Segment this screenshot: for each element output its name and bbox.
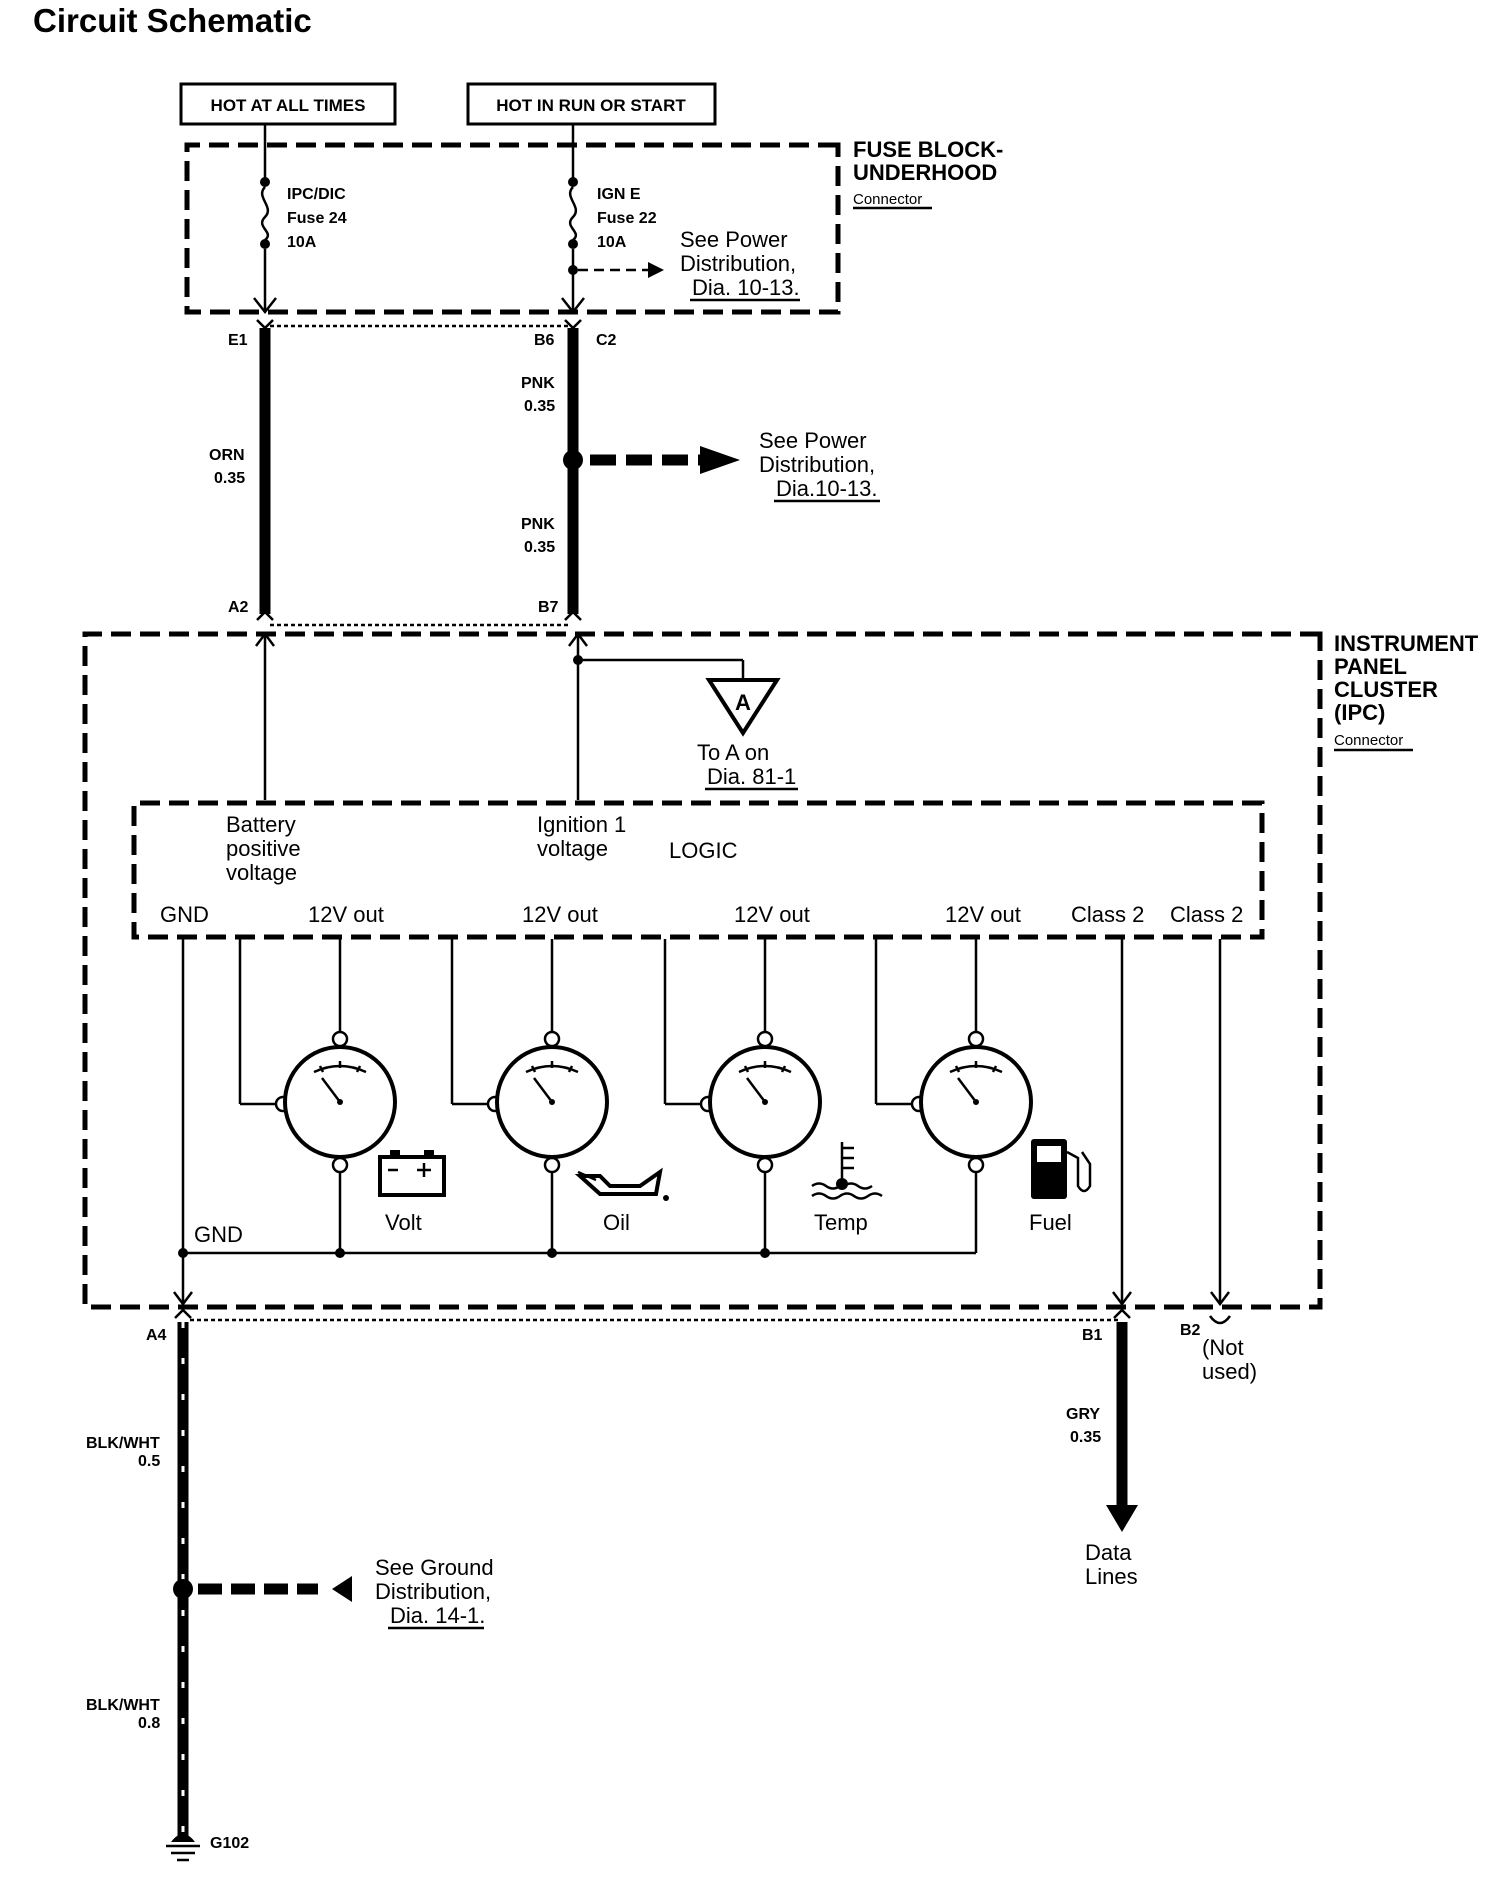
gauge-volt-label: Volt	[385, 1210, 422, 1235]
wire-blkwht-2-size: 0.8	[138, 1715, 160, 1732]
battery-voltage-1: Battery	[226, 812, 296, 837]
coolant-temp-icon	[811, 1142, 883, 1200]
pin-b7: B7	[538, 599, 559, 616]
see-ground-3: Dia. 14-1.	[390, 1603, 485, 1628]
pin-b2: B2	[1180, 1322, 1201, 1339]
splice-a-letter: A	[735, 690, 751, 715]
fuse-block-connector: Connector	[853, 191, 922, 208]
instrument-panel-cluster: INSTRUMENT PANEL CLUSTER (IPC) Connector	[82, 631, 1479, 1310]
pin-e1: E1	[228, 332, 248, 349]
gauge-oil-label: Oil	[603, 1210, 630, 1235]
fuse-block-underhood: FUSE BLOCK- UNDERHOOD Connector	[184, 137, 1003, 315]
fuse22-label-2: Fuse 22	[597, 210, 657, 227]
out2-label: 12V out	[522, 902, 598, 927]
hot-in-run-label: HOT IN RUN OR START	[496, 96, 686, 115]
gauge-temp	[663, 939, 822, 1258]
fuse-see-power-1: See Power	[680, 227, 788, 252]
fuse-see-power-3: Dia. 10-13.	[692, 275, 800, 300]
wire-orn-color: ORN	[209, 447, 245, 464]
gauge-fuel	[874, 939, 1033, 1253]
gnd-bottom-label: GND	[194, 1222, 243, 1247]
see-ground-1: See Ground	[375, 1555, 494, 1580]
pin-a4: A4	[146, 1327, 167, 1344]
wire-orn: E1 ORN 0.35 A2	[209, 319, 274, 621]
logic-label: LOGIC	[669, 838, 738, 863]
gauge-fuel-label: Fuel	[1029, 1210, 1072, 1235]
wire-pnk-size-1: 0.35	[524, 398, 555, 415]
fuse24-label-2: Fuse 24	[287, 210, 347, 227]
out3-label: 12V out	[734, 902, 810, 927]
class2-lines	[1112, 939, 1230, 1307]
pin-b2-not-used: B2 (Not used)	[1180, 1315, 1257, 1384]
ipc-name-3: CLUSTER	[1334, 677, 1438, 702]
fuse-block-name-1: FUSE BLOCK-	[853, 137, 1003, 162]
fuse-22: IGN E Fuse 22 10A See Power Distribution…	[561, 124, 800, 315]
ipc-name-2: PANEL	[1334, 654, 1407, 679]
pin-b6: B6	[534, 332, 555, 349]
ground-bus: GND	[173, 939, 976, 1307]
wire-see-power-1: See Power	[759, 428, 867, 453]
wire-pnk-size-2: 0.35	[524, 539, 555, 556]
wire-blkwht-1-size: 0.5	[138, 1453, 160, 1470]
data-lines-label-2: Lines	[1085, 1564, 1138, 1589]
wire-blkwht-1: BLK/WHT	[86, 1435, 160, 1452]
wire-see-power-2: Distribution,	[759, 452, 875, 477]
wire-see-power-3: Dia.10-13.	[776, 476, 878, 501]
see-ground-2: Distribution,	[375, 1579, 491, 1604]
ignition-voltage-2: voltage	[537, 836, 608, 861]
hot-at-all-times-label: HOT AT ALL TIMES	[211, 96, 366, 115]
page-title: Circuit Schematic	[33, 2, 312, 39]
pin-b1: B1	[1082, 1327, 1103, 1344]
wire-orn-size: 0.35	[214, 470, 245, 487]
class2b-label: Class 2	[1170, 902, 1243, 927]
fuse-24: IPC/DIC Fuse 24 10A	[253, 124, 347, 315]
pin-c2: C2	[596, 332, 617, 349]
gnd-top-label: GND	[160, 902, 209, 927]
fuse22-label-1: IGN E	[597, 186, 641, 203]
out4-label: 12V out	[945, 902, 1021, 927]
gauge-volt	[238, 939, 397, 1258]
oil-can-icon	[574, 1167, 669, 1201]
fuse24-label-1: IPC/DIC	[287, 186, 346, 203]
ipc-name-4: (IPC)	[1334, 700, 1385, 725]
fuse-block-name-2: UNDERHOOD	[853, 160, 997, 185]
fuse-see-power-2: Distribution,	[680, 251, 796, 276]
wire-pnk-color-1: PNK	[521, 375, 555, 392]
data-line-wire: B1 GRY 0.35 Data Lines	[1066, 1308, 1138, 1589]
ground-symbol-icon	[166, 1834, 200, 1862]
battery-icon	[378, 1150, 446, 1197]
ground-wire: A4 BLK/WHT 0.5 See Ground Distribution, …	[86, 1308, 494, 1836]
to-a-label-2: Dia. 81-1	[707, 764, 796, 789]
wire-pnk-color-2: PNK	[521, 516, 555, 533]
ground-g102-label: G102	[210, 1835, 249, 1852]
battery-voltage-3: voltage	[226, 860, 297, 885]
hot-in-run-box	[466, 82, 717, 126]
out1-label: 12V out	[308, 902, 384, 927]
wire-gry-color: GRY	[1066, 1406, 1100, 1423]
not-used-label-2: used)	[1202, 1359, 1257, 1384]
logic-module: Battery positive voltage Ignition 1 volt…	[131, 800, 1265, 940]
wire-gry-size: 0.35	[1070, 1429, 1101, 1446]
class2a-label: Class 2	[1071, 902, 1144, 927]
pin-a2: A2	[228, 599, 249, 616]
ipc-connector: Connector	[1334, 732, 1403, 749]
to-a-label-1: To A on	[697, 740, 769, 765]
gauge-temp-label: Temp	[814, 1210, 868, 1235]
data-lines-label-1: Data	[1085, 1540, 1132, 1565]
hot-at-all-times-box	[179, 82, 397, 126]
battery-voltage-2: positive	[226, 836, 301, 861]
wire-blkwht-2: BLK/WHT	[86, 1697, 160, 1714]
ignition-voltage-1: Ignition 1	[537, 812, 626, 837]
ipc-name-1: INSTRUMENT	[1334, 631, 1479, 656]
gauge-oil	[450, 939, 609, 1258]
wire-pnk: B6 C2 PNK 0.35 See Power Distribution, D…	[521, 319, 880, 621]
not-used-label-1: (Not	[1202, 1335, 1244, 1360]
fuse24-label-3: 10A	[287, 234, 317, 251]
fuse22-label-3: 10A	[597, 234, 627, 251]
fuel-pump-icon	[1031, 1139, 1092, 1199]
ipc-input-wiring: A To A on Dia. 81-1	[255, 631, 798, 800]
